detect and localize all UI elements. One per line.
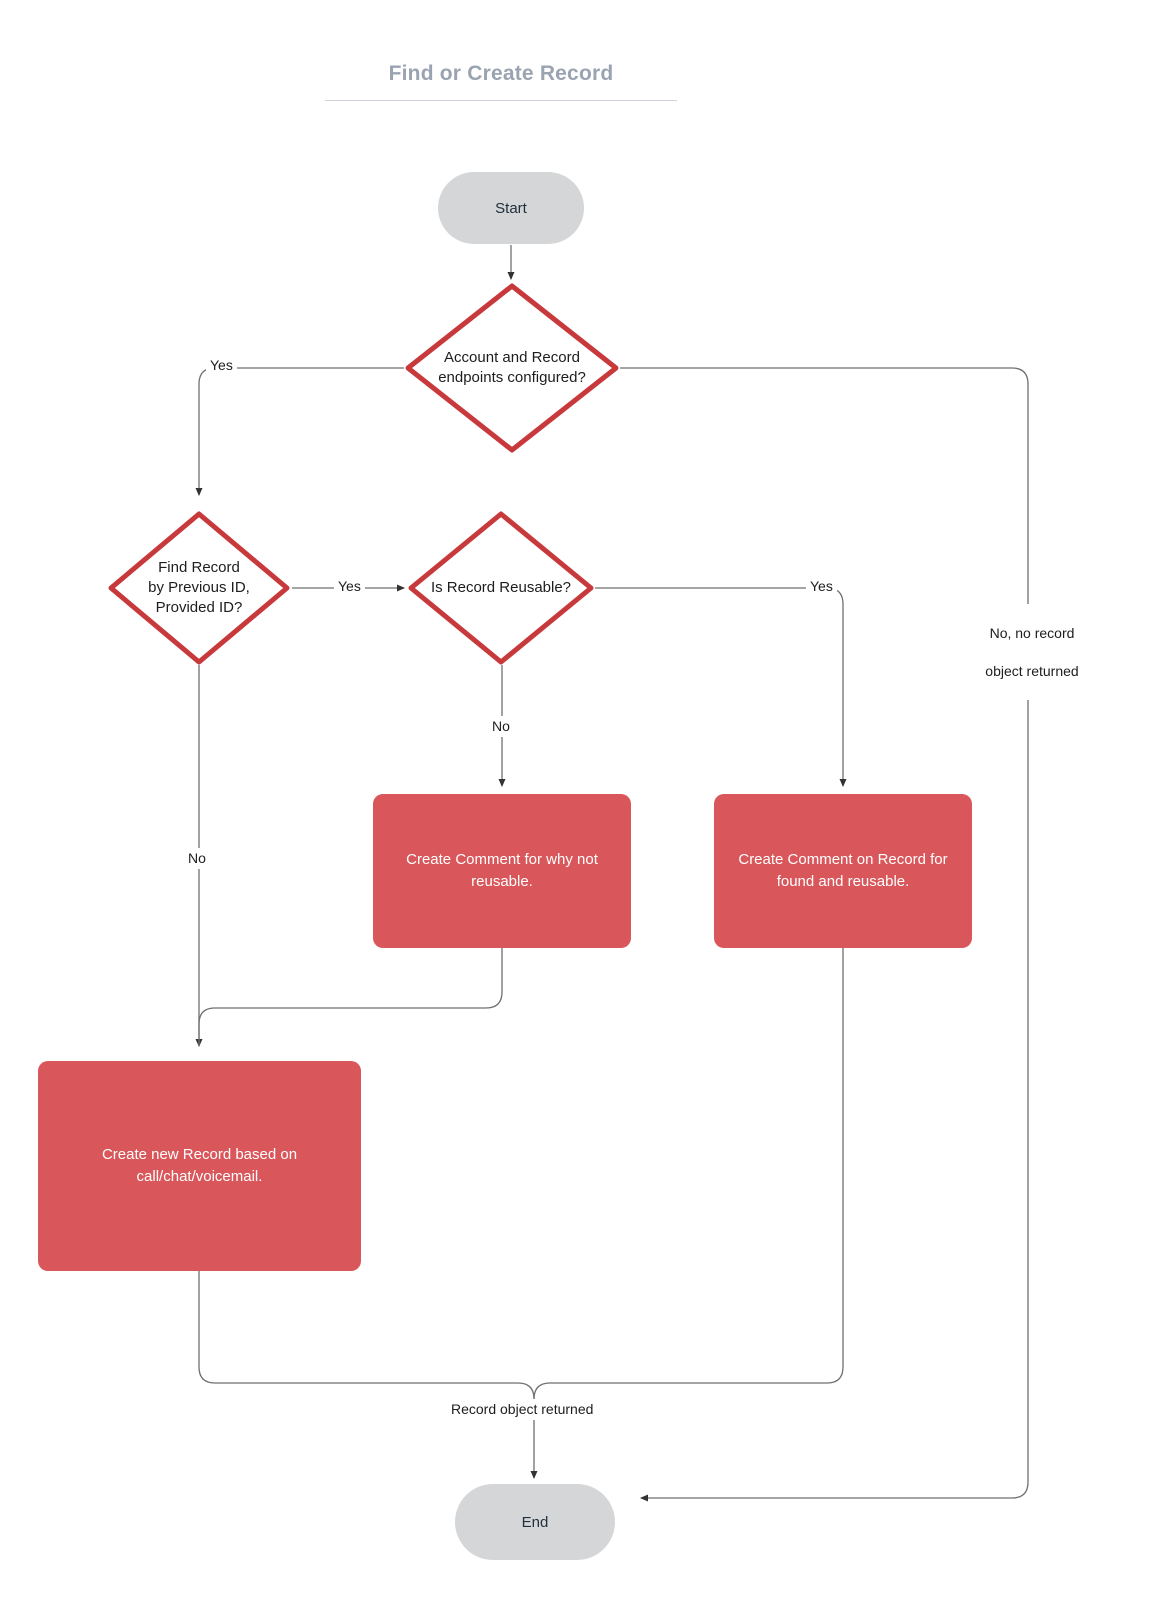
node-create-new-record[interactable]: Create new Record based on call/chat/voi… [38,1061,361,1271]
edge-label-reusable-yes: Yes [806,576,837,597]
edge-comment-notreusable-to-newrecord [198,948,503,1046]
edge-endpoints-no [620,367,1029,1502]
edge-reusable-yes [595,587,847,788]
node-find-record[interactable]: Find Record by Previous ID, Provided ID? [105,508,293,668]
edge-label-record-returned: Record object returned [447,1399,598,1420]
node-find-record-label: Find Record by Previous ID, Provided ID? [118,558,280,619]
node-comment-found-reusable-line1: Create Comment on Record for [738,851,948,869]
node-comment-not-reusable-line2: reusable. [471,873,533,890]
diamond-shape-icon [408,511,594,665]
edge-label-reusable-no: No [488,716,514,737]
node-create-new-record-line1: Create new Record based on [101,1146,298,1164]
node-comment-not-reusable-label: Create Comment for why not reusable. [406,849,598,893]
node-create-new-record-label: Create new Record based on call/chat/voi… [102,1144,297,1188]
edge-label-endpoints-no-line2: object returned [985,662,1079,679]
edge-label-endpoints-no: No, no record object returned [962,604,1102,701]
edge-label-endpoints-no-line1: No, no record [989,624,1075,641]
node-endpoints-configured[interactable]: Account and Record endpoints configured? [402,280,622,456]
diamond-shape-icon [108,511,290,665]
diagram-title-text: Find or Create Record [388,62,614,85]
edge-label-find-no: No [184,848,210,869]
node-create-new-record-line2: call/chat/voicemail. [136,1168,263,1185]
node-endpoints-configured-line1: Account and Record [444,348,580,366]
node-endpoints-configured-label: Account and Record endpoints configured? [417,348,606,389]
node-record-reusable[interactable]: Is Record Reusable? [405,508,597,668]
node-comment-found-reusable-line2: found and reusable. [776,873,910,890]
node-record-reusable-line1: Is Record Reusable? [430,578,572,596]
node-endpoints-configured-line2: endpoints configured? [438,369,586,386]
diamond-shape-icon [405,283,619,453]
node-end-label: End [521,1513,549,1531]
edge-label-endpoints-yes: Yes [206,355,237,376]
node-comment-not-reusable-line1: Create Comment for why not [406,851,598,869]
diagram-title: Find or Create Record [325,62,677,101]
node-record-reusable-label: Is Record Reusable? [409,578,593,598]
node-comment-found-reusable[interactable]: Create Comment on Record for found and r… [714,794,972,948]
node-start-label: Start [495,199,527,217]
edge-label-find-yes: Yes [334,576,365,597]
node-end[interactable]: End [455,1484,615,1560]
node-find-record-line2: by Previous ID, [148,578,250,596]
node-find-record-line3: Provided ID? [155,599,243,617]
node-comment-not-reusable[interactable]: Create Comment for why not reusable. [373,794,631,948]
edge-endpoints-yes [195,367,404,497]
node-start[interactable]: Start [438,172,584,244]
node-comment-found-reusable-label: Create Comment on Record for found and r… [738,849,947,893]
edge-newrecord-to-end [198,1271,538,1480]
node-find-record-line1: Find Record [158,558,240,576]
edge-commentrecord-to-end [533,948,844,1410]
